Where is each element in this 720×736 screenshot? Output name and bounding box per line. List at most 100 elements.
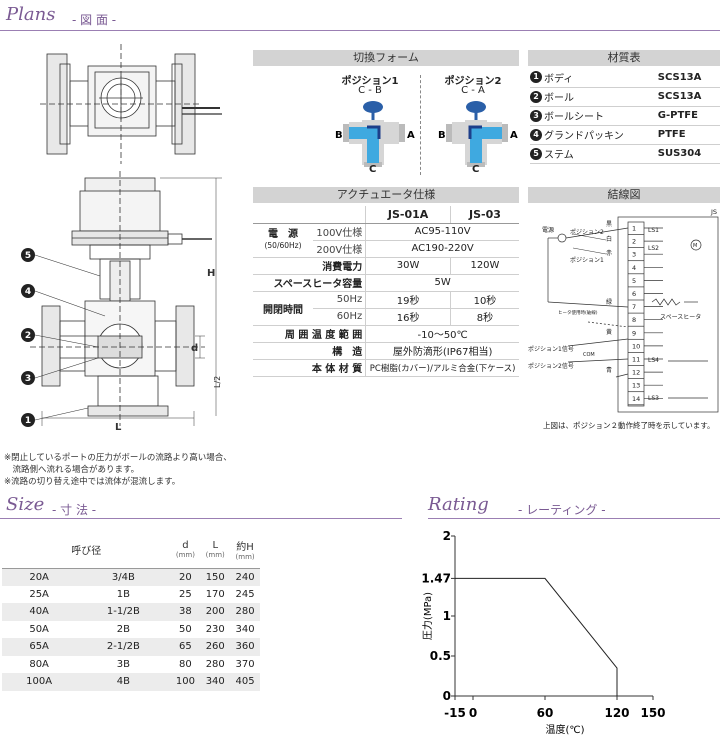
size-l: 260 (200, 638, 231, 656)
terminal-label: 8 (632, 316, 636, 324)
hz60-js03: 8秒 (449, 308, 519, 326)
w-power: 電源 (542, 226, 554, 234)
x-tick-label: 60 (537, 706, 554, 720)
wiring-caption: 上図は、ポジション２動作終了時を示しています。 (543, 421, 715, 430)
temp-value: -10〜50℃ (365, 325, 519, 343)
size-d: 80 (179, 658, 192, 670)
rating-subtitle: - レーティング - (518, 503, 606, 517)
material-num-badge: 1 (530, 71, 542, 84)
struct-label: 構 造 (253, 342, 366, 360)
y-tick-label: 1.47 (421, 571, 451, 585)
size-b: 3B (116, 658, 130, 670)
w-pos2: ポジション2 (570, 228, 604, 236)
terminal-label: 10 (632, 342, 640, 350)
x-tick-label: 150 (640, 706, 665, 720)
rating-line (455, 577, 618, 696)
terminal-label: 5 (632, 277, 636, 285)
hz60-js01a: 16秒 (365, 308, 451, 326)
w-ls3: LS3 (648, 395, 659, 402)
material-value: G-PTFE (657, 106, 720, 126)
callout-4 (21, 284, 35, 298)
callout-4-label: 4 (25, 287, 31, 297)
size-d: 100 (170, 673, 201, 691)
x-tick-label: 120 (604, 706, 629, 720)
switching-divider (420, 75, 421, 175)
size-h-nominal: 呼び径 (2, 532, 171, 569)
material-value: PTFE (657, 125, 720, 145)
plans-subtitle: - 図 面 - (72, 13, 117, 27)
w-ls1: LS1 (648, 227, 659, 234)
w-black: 黒 (606, 221, 612, 228)
material-part: ボール (544, 87, 658, 107)
w-heater: スペースヒータ (660, 313, 701, 321)
size-h: 370 (235, 658, 255, 670)
size-l: 170 (205, 588, 225, 600)
v200-value: AC190-220V (365, 240, 519, 258)
size-d: 50 (179, 623, 192, 635)
dim-d: d (191, 343, 198, 354)
terminal-label: 13 (632, 382, 640, 390)
size-h: 360 (230, 638, 260, 656)
pos1-port-b: B (335, 130, 343, 141)
size-b: 2B (116, 623, 130, 635)
v200-label: 200V仕様 (313, 240, 366, 258)
size-h: 405 (230, 673, 260, 691)
pos2-flow: C - A (461, 85, 485, 96)
y-tick-label: 2 (443, 529, 451, 543)
material-num-badge: 4 (530, 128, 542, 141)
callout-1 (21, 413, 35, 427)
size-l: 200 (200, 603, 231, 621)
pos2-port-c: C (472, 164, 480, 175)
v100-label: 100V仕様 (313, 223, 366, 241)
size-h: 245 (235, 588, 255, 600)
v100-value: AC95-110V (365, 223, 519, 241)
w-com: COM (583, 352, 595, 358)
w-blue: 青 (606, 366, 612, 374)
pos2-port-b: B (438, 130, 446, 141)
terminal-label: 14 (632, 395, 640, 403)
size-d: 20 (170, 568, 201, 586)
rating-divider (428, 518, 720, 519)
wiring-js-label: JS (711, 208, 718, 216)
actuator-title: アクチュエータ仕様 (253, 187, 519, 203)
callout-2-label: 2 (25, 331, 31, 341)
x-axis-label: 温度(℃) (545, 723, 584, 736)
size-a: 65A (2, 638, 77, 656)
size-a: 20A (2, 568, 77, 586)
size-a: 25A (29, 588, 49, 600)
wiring-title: 結線図 (528, 187, 720, 203)
x-tick-label: -15 (444, 706, 466, 720)
pos2-label: ポジション2 (444, 76, 502, 87)
pos1-diagram: B A (335, 101, 415, 167)
size-b: 1-1/2B (76, 603, 171, 621)
size-b: 4B (76, 673, 171, 691)
pos2-diagram: B A (438, 101, 518, 167)
dim-l: L (115, 422, 122, 433)
size-h: 240 (230, 568, 260, 586)
note-line-2: 流路側へ流れる場合があります。 (4, 465, 140, 475)
size-h: 340 (235, 623, 255, 635)
terminal-label: 6 (632, 290, 636, 298)
material-num-badge: 2 (530, 90, 542, 103)
size-l: 230 (205, 623, 225, 635)
size-b: 2-1/2B (76, 638, 171, 656)
w-ls2: LS2 (648, 245, 659, 252)
plans-notes: ※閉止しているポートの圧力がボールの流路より高い場合、 流路側へ流れる場合があり… (4, 452, 232, 488)
valve-drawing: 5 4 2 3 1 H d L/2 L (21, 44, 222, 433)
hz50-js03: 10秒 (449, 291, 519, 309)
pos1-port-a: A (407, 130, 415, 141)
terminal-label: 11 (632, 356, 640, 364)
w-white: 白 (606, 235, 612, 243)
size-h-l: L(mm) (200, 532, 231, 569)
size-h: 280 (230, 603, 260, 621)
power-sub: (50/60Hz) (264, 241, 302, 250)
